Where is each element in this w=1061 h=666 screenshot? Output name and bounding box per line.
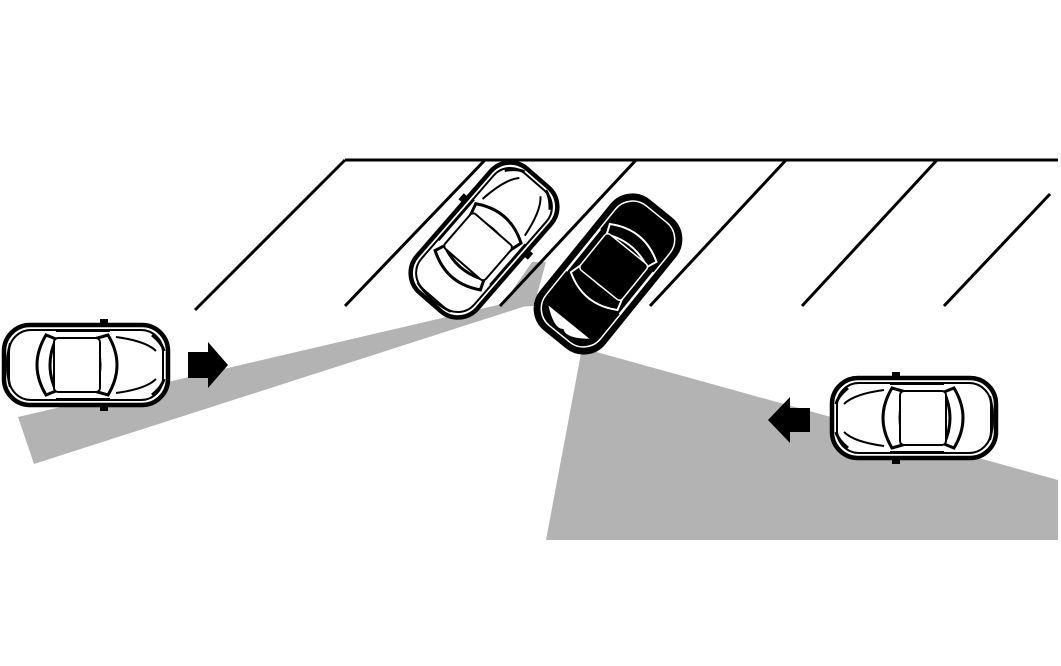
arrow-icon	[768, 397, 810, 443]
parking-stall-lines	[193, 158, 1052, 312]
own-car	[533, 193, 683, 355]
left-sensor-zone-tip	[500, 262, 546, 308]
arrow-icon	[188, 342, 228, 388]
left-sensor-zone	[18, 297, 532, 464]
approaching-car-right	[832, 372, 996, 464]
approaching-car-left	[4, 319, 168, 411]
right-sensor-zone	[546, 348, 1058, 540]
